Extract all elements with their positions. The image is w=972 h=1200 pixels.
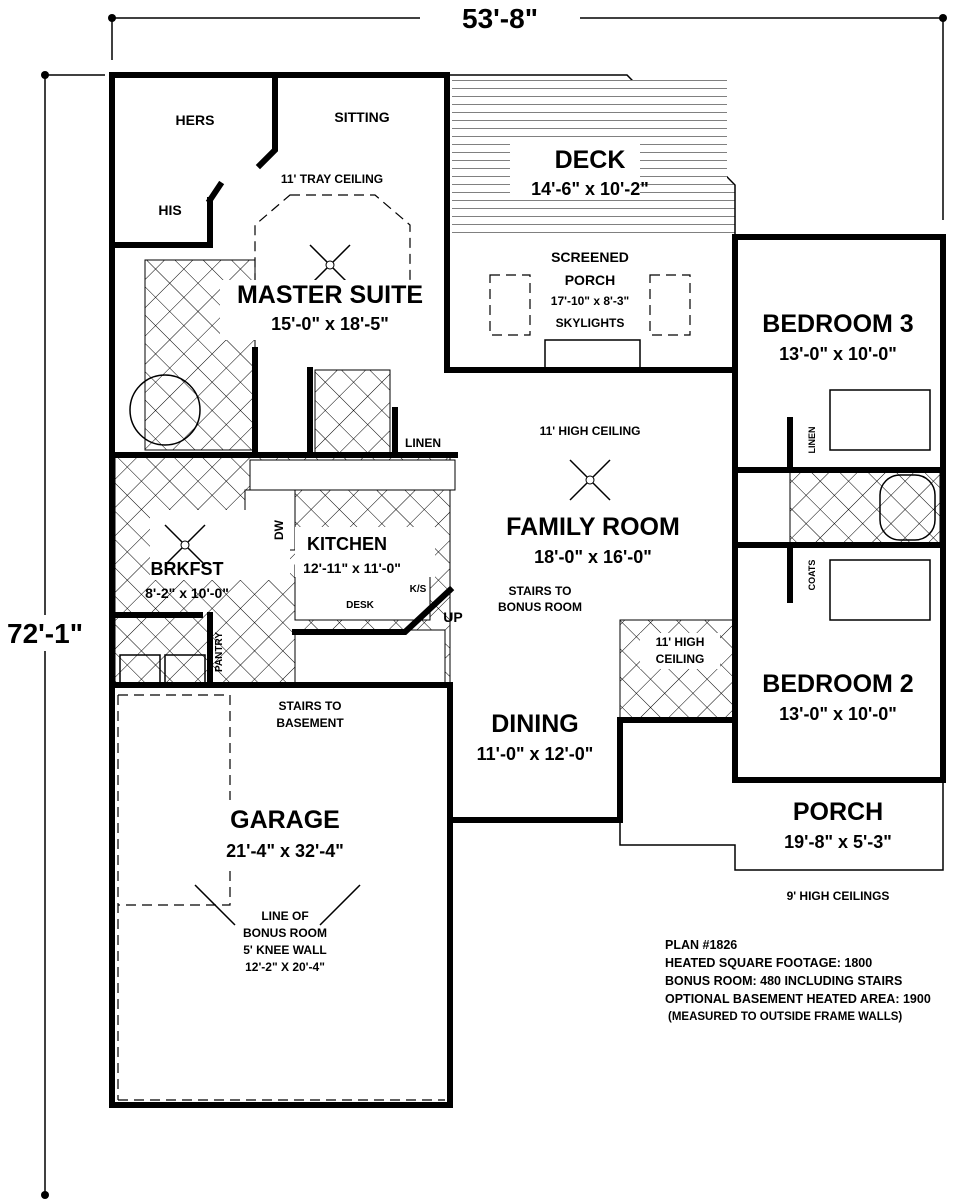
bonus-line-1: LINE OF <box>261 909 308 923</box>
master-suite-size: 15'-0" x 18'-5" <box>271 314 389 334</box>
porch-size: 19'-8" x 5'-3" <box>784 832 892 852</box>
pantry-label: PANTRY <box>214 632 225 672</box>
screened-porch-size: 17'-10" x 8'-3" <box>551 294 629 308</box>
tub-icon <box>129 374 201 446</box>
sitting-label: SITTING <box>334 109 389 125</box>
bedroom3-size: 13'-0" x 10'-0" <box>779 344 897 364</box>
height-dimension: 72'-1" <box>0 71 105 1199</box>
ceiling-fan-icon <box>164 524 206 566</box>
deck-name: DECK <box>555 146 626 174</box>
bedroom2-name: BEDROOM 2 <box>762 670 913 698</box>
width-dimension: 53'-8" <box>108 2 947 220</box>
plan-info: PLAN #1826 HEATED SQUARE FOOTAGE: 1800 B… <box>665 938 931 1023</box>
stairs-bonus-line1: STAIRS TO <box>509 584 572 598</box>
walls <box>109 72 946 1108</box>
deck-size: 14'-6" x 10'-2" <box>531 179 649 199</box>
garage-name: GARAGE <box>230 806 340 834</box>
bonus-room-info: BONUS ROOM: 480 INCLUDING STAIRS <box>665 974 902 988</box>
porch-outline <box>619 720 944 871</box>
height-label: 72'-1" <box>7 618 83 649</box>
linen-label: LINEN <box>405 436 441 450</box>
skylights-label: SKYLIGHTS <box>556 316 625 330</box>
dw-label: DW <box>272 519 286 540</box>
dining-name: DINING <box>491 710 579 738</box>
tray-ceiling-label: 11' TRAY CEILING <box>281 172 383 186</box>
his-label: HIS <box>158 202 181 218</box>
ks-label: K/S <box>410 584 427 595</box>
linen-label-2: LINEN <box>807 427 817 454</box>
nine-ceilings-label: 9' HIGH CEILINGS <box>787 889 890 903</box>
ceiling-fan-icon <box>569 459 611 501</box>
heated-footage: HEATED SQUARE FOOTAGE: 1800 <box>665 956 872 970</box>
family-room-size: 18'-0" x 16'-0" <box>534 547 652 567</box>
foyer-ceiling-line1: 11' HIGH <box>656 635 705 649</box>
tub-icon <box>879 474 936 541</box>
kitchen-size: 12'-11" x 11'-0" <box>303 560 401 576</box>
stairs-basement-line2: BASEMENT <box>276 716 344 730</box>
desk-label: DESK <box>346 600 375 611</box>
stairs-basement-line1: STAIRS TO <box>279 699 342 713</box>
garage-size: 21'-4" x 32'-4" <box>226 841 344 861</box>
kitchen-name: KITCHEN <box>307 534 387 554</box>
master-suite-name: MASTER SUITE <box>237 281 423 309</box>
foyer-ceiling-line2: CEILING <box>656 652 705 666</box>
screened-porch-name2: PORCH <box>565 272 616 288</box>
dining-size: 11'-0" x 12'-0" <box>477 744 594 764</box>
measure-note: (MEASURED TO OUTSIDE FRAME WALLS) <box>668 1011 902 1023</box>
brkfst-name: BRKFST <box>151 559 224 579</box>
screened-porch-name1: SCREENED <box>551 249 629 265</box>
brkfst-size: 8'-2" x 10'-0" <box>145 585 229 601</box>
stairs-bonus-line2: BONUS ROOM <box>498 600 582 614</box>
room-labels: HERS HIS SITTING 11' TRAY CEILING MASTER… <box>145 109 914 974</box>
basement-info: OPTIONAL BASEMENT HEATED AREA: 1900 <box>665 992 931 1006</box>
hers-label: HERS <box>176 112 215 128</box>
ceiling-fan-icon <box>309 244 351 286</box>
bonus-line-3: 5' KNEE WALL <box>243 943 327 957</box>
family-room-name: FAMILY ROOM <box>506 513 680 541</box>
bedroom2-size: 13'-0" x 10'-0" <box>779 704 897 724</box>
bonus-line-2: BONUS ROOM <box>243 926 327 940</box>
width-label: 53'-8" <box>462 3 538 34</box>
bedroom3-name: BEDROOM 3 <box>762 310 913 338</box>
plan-number: PLAN #1826 <box>665 938 737 952</box>
stairs-up-label: UP <box>443 609 462 625</box>
porch-name: PORCH <box>793 798 883 826</box>
bonus-line-4: 12'-2" X 20'-4" <box>245 960 325 974</box>
bonus-room-line <box>117 694 445 1101</box>
high-ceiling-label: 11' HIGH CEILING <box>540 424 641 438</box>
coats-label: COATS <box>807 560 817 591</box>
